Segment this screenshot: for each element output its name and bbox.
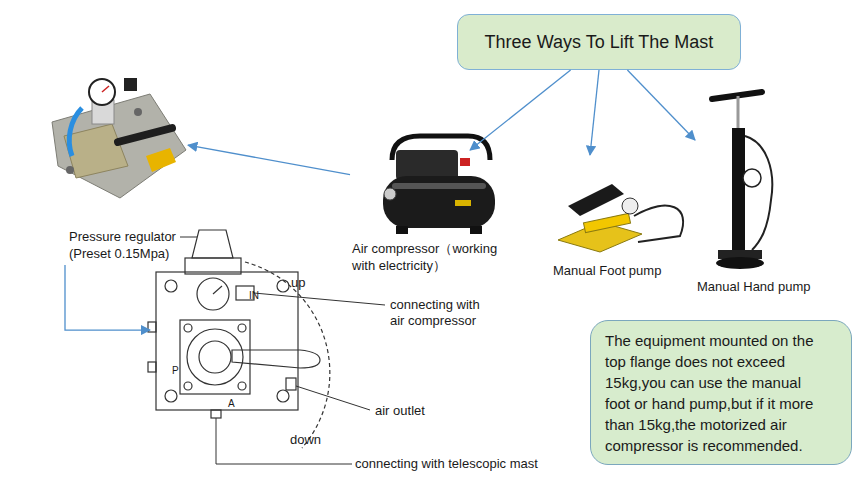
regulator-photo — [52, 78, 186, 198]
node-caption: A — [228, 398, 240, 410]
hand-pump-picture — [737, 96, 740, 130]
valve-drawing — [238, 382, 246, 390]
regulator-photo — [52, 94, 186, 198]
compressor-picture — [392, 183, 486, 189]
arrow-connector — [470, 70, 570, 150]
valve-drawing — [238, 324, 246, 332]
valve-drawing — [165, 390, 177, 402]
valve-drawing — [165, 280, 177, 292]
node-text: Three Ways To Lift The Mast — [485, 32, 714, 53]
part-label: connecting with telescopic mast — [355, 456, 585, 472]
compressor-picture — [455, 200, 471, 206]
hand-pump-picture — [716, 257, 764, 269]
foot-pump-picture — [634, 206, 683, 242]
foot-pump-picture — [558, 184, 683, 252]
valve-drawing — [199, 341, 231, 373]
device-picture: Air compressor（working with electricity） — [350, 150, 525, 280]
compressor-picture — [383, 176, 495, 228]
regulator-photo — [134, 108, 142, 116]
valve-drawing — [197, 278, 229, 310]
valve-drawing — [213, 286, 222, 294]
regulator-photo — [69, 108, 82, 156]
regulator-picture: Pressure regulator (Preset 0.15Mpa) — [38, 70, 188, 265]
compressor-picture — [384, 188, 396, 200]
hand-pump-picture — [732, 128, 745, 250]
compressor-picture — [396, 226, 408, 234]
regulator-photo — [102, 86, 109, 92]
part-label: up — [291, 275, 331, 291]
valve-drawing — [156, 272, 298, 410]
arrow-connector — [188, 145, 350, 175]
hand-pump-picture — [712, 92, 772, 269]
node-caption: Pressure regulator (Preset 0.15Mpa) — [69, 228, 194, 262]
compressor-picture — [460, 158, 470, 166]
node-caption: Air compressor（working with electricity） — [352, 240, 517, 274]
valve-drawing — [192, 230, 233, 258]
hand-pump-picture — [743, 169, 761, 187]
leader-line — [216, 418, 352, 464]
foot-pump-picture — [568, 184, 624, 216]
leader-line — [254, 293, 385, 305]
valve-drawing — [245, 262, 330, 448]
hand-pump-picture — [745, 136, 772, 250]
foot-pump-picture — [583, 213, 630, 232]
valve-drawing — [277, 390, 289, 402]
valve-drawing — [211, 410, 221, 418]
valve-drawing — [180, 320, 250, 394]
compressor-picture — [383, 136, 495, 234]
valve-drawing — [286, 378, 296, 390]
regulator-photo — [146, 148, 176, 172]
compressor-picture — [396, 150, 458, 180]
valve-drawing — [277, 280, 289, 292]
node-caption: IN — [249, 290, 269, 302]
regulator-photo — [89, 79, 115, 105]
node-caption: Manual Foot pump — [553, 262, 683, 279]
part-label: air outlet — [375, 403, 465, 419]
leader-line — [296, 386, 370, 410]
valve-drawing — [184, 324, 192, 332]
valve-drawing — [187, 329, 243, 385]
regulator-photo — [64, 124, 128, 178]
valve-drawing — [148, 362, 156, 372]
valve-drawing — [148, 322, 156, 332]
part-label: down — [290, 432, 340, 448]
arrow-connector — [590, 70, 599, 155]
arrow-connector — [627, 70, 695, 140]
title-box: Three Ways To Lift The Mast — [457, 14, 741, 70]
valve-drawing — [184, 382, 192, 390]
device-picture: Manual Hand pump — [695, 85, 830, 300]
note-box: The equipment mounted on the top flange … — [590, 320, 852, 465]
node-caption: Manual Hand pump — [697, 278, 830, 295]
compressor-picture — [470, 226, 482, 234]
regulator-photo — [66, 166, 74, 174]
valve-drawing — [148, 230, 330, 448]
part-label: connecting with air compressor — [390, 297, 495, 329]
device-picture: Manual Foot pump — [550, 155, 685, 280]
leader-line — [180, 237, 197, 238]
node-caption: P — [172, 365, 184, 377]
node-text: The equipment mounted on the top flange … — [605, 330, 823, 456]
regulator-photo — [118, 128, 172, 142]
regulator-photo — [124, 78, 137, 91]
valve-picture: IN P A — [150, 228, 335, 448]
arrow-connector — [65, 265, 150, 330]
foot-pump-picture — [622, 198, 638, 214]
valve-drawing — [232, 350, 320, 368]
